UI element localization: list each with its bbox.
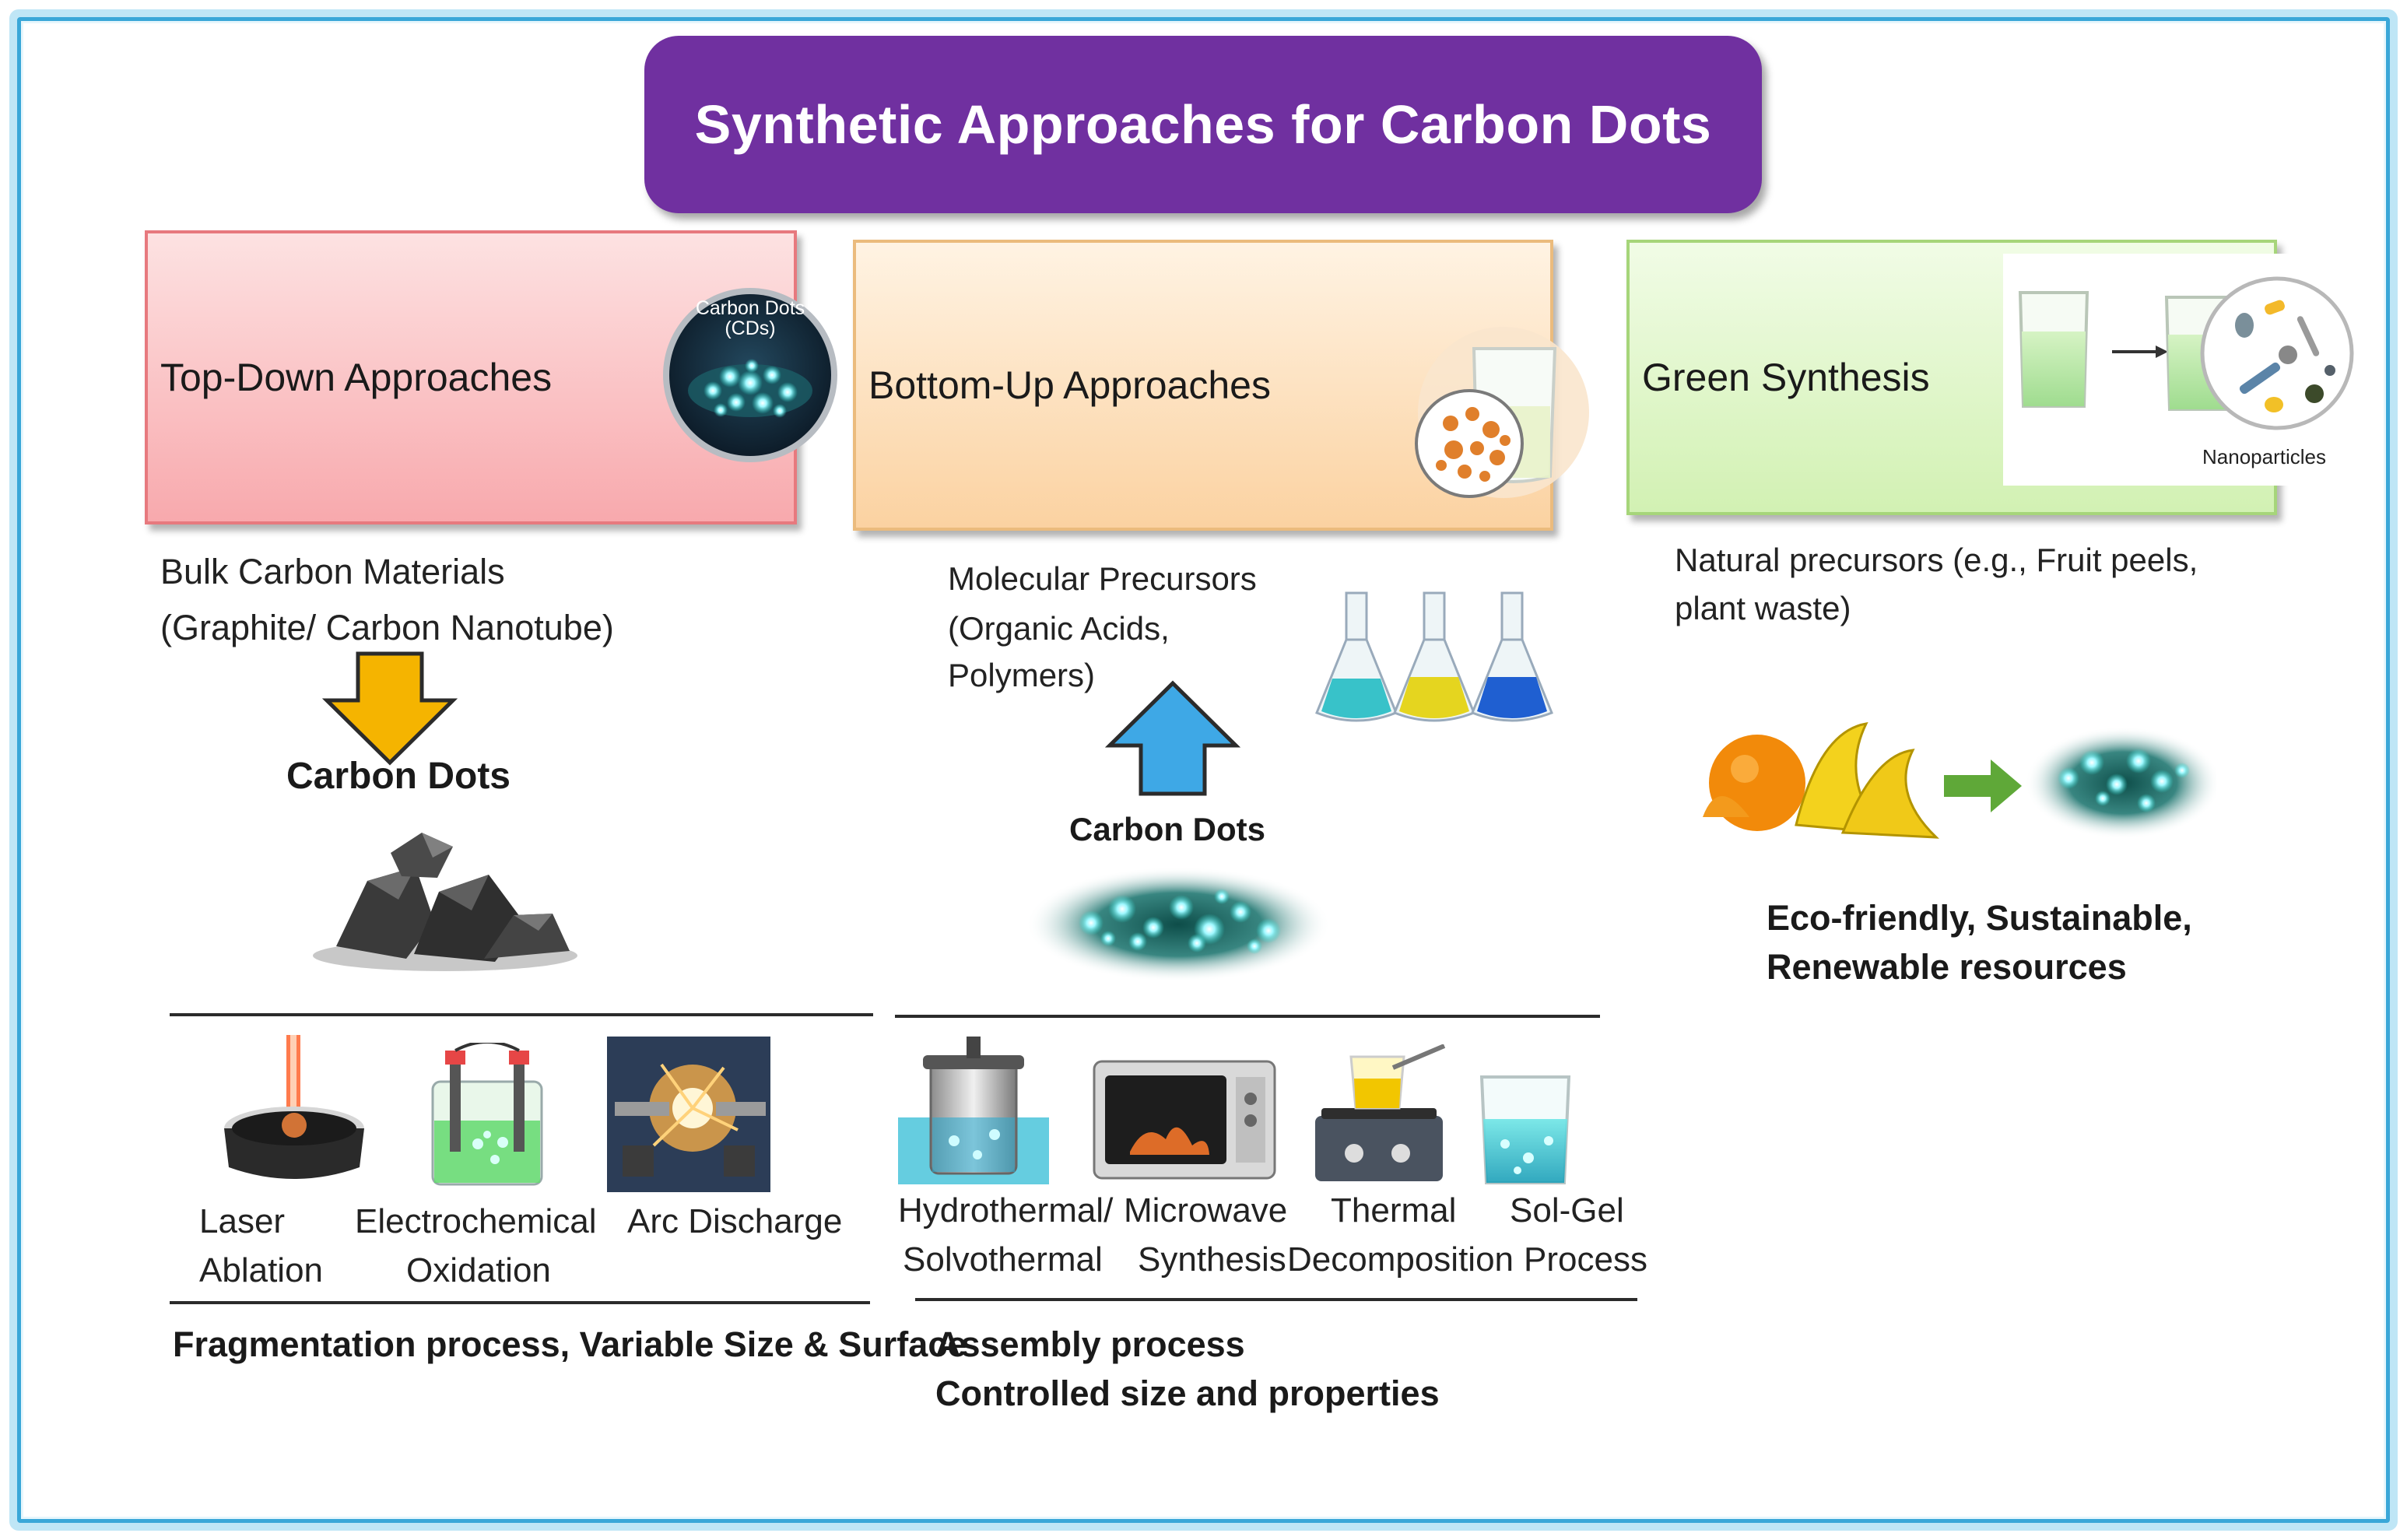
bottom-up-divider-lower (915, 1298, 1637, 1301)
fruit-peels-icon (1703, 722, 2216, 839)
carbon-rocks-icon (313, 833, 577, 971)
beaker-nanoparticles-icon (2018, 276, 2354, 430)
method-electrochemical-line2: Oxidation (406, 1251, 551, 1289)
microwave-icon (1093, 1060, 1276, 1180)
electrochemical-cell-icon (431, 1043, 543, 1186)
bottom-up-source-line2: (Organic Acids, (948, 610, 1170, 647)
down-arrow-icon (322, 651, 458, 766)
circle-label-line1: Carbon Dots (696, 297, 805, 319)
diagram-title: Synthetic Approaches for Carbon Dots (694, 94, 1712, 155)
method-sol-gel-line1: Sol-Gel (1510, 1191, 1624, 1230)
green-summary-line2: Renewable resources (1767, 947, 2127, 987)
top-down-summary: Fragmentation process, Variable Size & S… (173, 1324, 967, 1364)
bottom-up-summary-line2: Controlled size and properties (935, 1373, 1440, 1413)
method-thermal-line1: Thermal (1331, 1191, 1457, 1230)
method-laser-line1: Laser (199, 1202, 286, 1240)
beaker-gel-icon (1479, 1075, 1571, 1184)
method-laser-line2: Ablation (199, 1251, 324, 1289)
nanoparticles-label: Nanoparticles (2202, 445, 2326, 468)
method-microwave-line1: Microwave (1124, 1191, 1288, 1230)
laser-ablation-icon (224, 1035, 364, 1179)
method-hydrothermal-line2: Solvothermal (903, 1240, 1103, 1279)
method-microwave-line2: Synthesis (1138, 1240, 1286, 1279)
bottom-up-heading: Bottom-Up Approaches (868, 363, 1271, 407)
bottom-up-summary-line1: Assembly process (935, 1324, 1245, 1364)
top-down-source-line2: (Graphite/ Carbon Nanotube) (160, 608, 614, 647)
carbon-dots-circle-icon: Carbon Dots (CDs) (663, 288, 837, 462)
method-hydrothermal-line1: Hydrothermal/ (898, 1191, 1114, 1230)
bottom-up-product-label: Carbon Dots (1069, 811, 1265, 847)
top-down-source-line1: Bulk Carbon Materials (160, 552, 505, 591)
method-electrochemical-line1: Electrochemical (355, 1202, 597, 1240)
title-banner: Synthetic Approaches for Carbon Dots (644, 36, 1762, 213)
flasks-icon (1315, 591, 1553, 722)
green-source-line2: plant waste) (1675, 590, 1851, 626)
top-down-panel: Top-Down Approaches (145, 230, 797, 524)
bottom-up-divider-upper (895, 1015, 1600, 1018)
beaker-particles-icon (1415, 327, 1589, 498)
method-sol-gel-line2: Process (1524, 1240, 1647, 1279)
top-down-product-label: Carbon Dots (286, 756, 511, 797)
method-arc-discharge: Arc Discharge (627, 1202, 843, 1240)
top-down-heading: Top-Down Approaches (160, 356, 553, 399)
autoclave-icon (898, 1037, 1049, 1184)
bottom-up-source-line3: Polymers) (948, 657, 1096, 693)
top-down-divider-upper (170, 1013, 873, 1016)
green-inset: Nanoparticles (2003, 254, 2356, 486)
arc-discharge-icon (607, 1037, 770, 1192)
green-source-line1: Natural precursors (e.g., Fruit peels, (1675, 542, 2198, 578)
circle-label-line2: (CDs) (725, 317, 775, 339)
bottom-up-source-line1: Molecular Precursors (948, 560, 1257, 597)
method-thermal-line2: Decomposition (1287, 1240, 1514, 1279)
carbon-dots-cloud-icon (1026, 867, 1331, 982)
green-summary-line1: Eco-friendly, Sustainable, (1767, 898, 2192, 938)
up-arrow-icon (1105, 680, 1240, 796)
top-down-divider-lower (170, 1301, 870, 1304)
green-synthesis-heading: Green Synthesis (1642, 356, 1930, 399)
hotplate-icon (1315, 1044, 1446, 1181)
